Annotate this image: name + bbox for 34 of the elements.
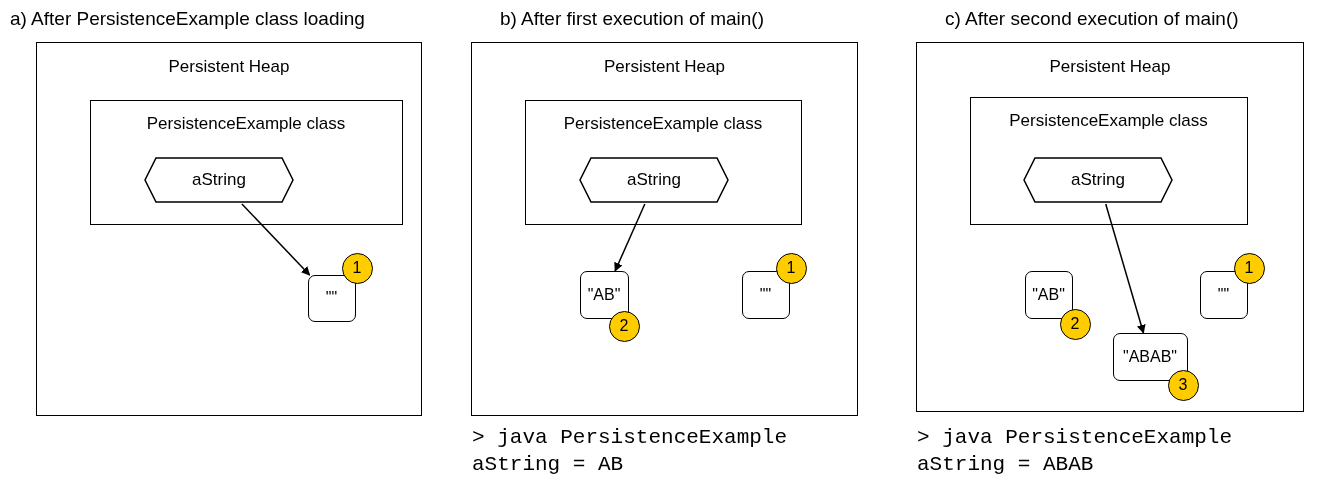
field-hexagon: aString [1023, 157, 1173, 203]
region-title: Persistent Heap [167, 57, 291, 77]
field-hexagon: aString [144, 157, 294, 203]
arrow [241, 203, 311, 276]
console-output: aString = ABAB [917, 453, 1094, 476]
console-output: > java PersistenceExample [472, 426, 788, 449]
class-box [89, 99, 403, 225]
console-output: aString = AB [472, 453, 624, 476]
number-badge: 2 [1059, 308, 1091, 340]
class-box [524, 99, 802, 225]
panel-title: a) After PersistenceExample class loading [10, 8, 365, 30]
region-title: Persistent Heap [1048, 57, 1172, 77]
region-title: Persistent Heap [603, 57, 726, 77]
panel-title: c) After second execution of main() [945, 8, 1239, 30]
arrow [1105, 203, 1146, 334]
field-hexagon: aString [579, 157, 729, 203]
console-output: > java PersistenceExample [917, 426, 1233, 449]
class-box [969, 96, 1248, 225]
number-badge: 3 [1167, 369, 1199, 401]
region-title: PersistenceExample class [562, 113, 764, 134]
string-object-box: "AB" [1024, 270, 1073, 319]
string-object-box: "AB" [579, 270, 629, 319]
string-object-box: "" [307, 274, 356, 322]
arrow [614, 203, 646, 272]
number-badge: 1 [341, 252, 373, 284]
region-title: PersistenceExample class [145, 113, 347, 134]
region-title: PersistenceExample class [1008, 110, 1209, 131]
number-badge: 1 [775, 252, 807, 284]
memory-region [471, 42, 858, 416]
memory-region [36, 42, 422, 416]
memory-region [916, 42, 1304, 412]
number-badge: 2 [608, 310, 640, 342]
number-badge: 1 [1233, 252, 1265, 284]
panel-title: b) After first execution of main() [500, 8, 764, 30]
